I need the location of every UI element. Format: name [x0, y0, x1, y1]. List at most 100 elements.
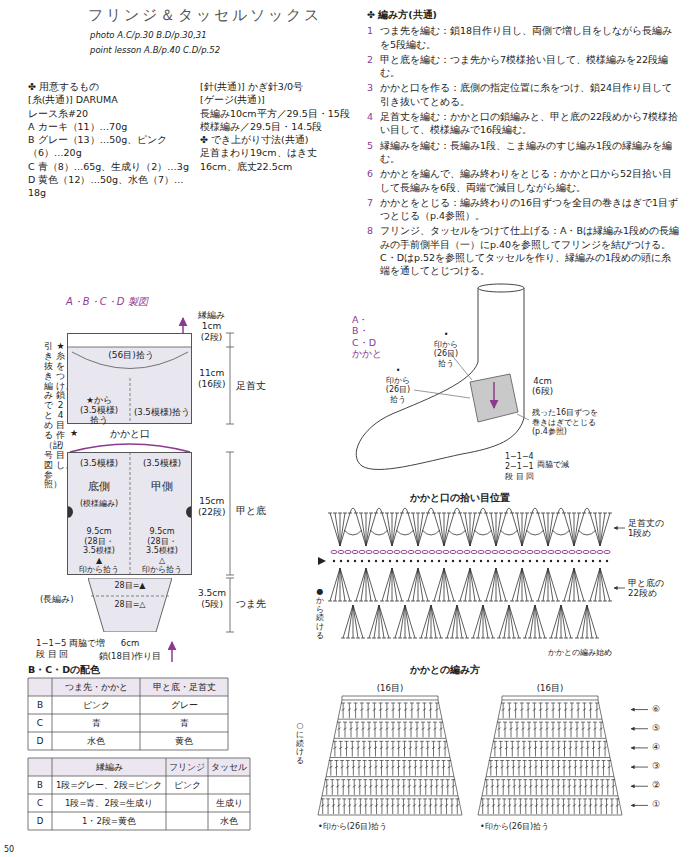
stitch-line	[406, 513, 410, 514]
direction-arrow	[171, 642, 173, 662]
stitch-line	[366, 568, 371, 601]
stitch-line	[540, 804, 543, 806]
stitch-line	[473, 601, 477, 602]
edging-line	[67, 347, 192, 348]
stitch-line	[504, 605, 509, 638]
table-header-fill	[28, 758, 250, 776]
stitch-line	[424, 785, 427, 787]
stitch-line	[508, 709, 511, 711]
stitch-line	[410, 709, 413, 711]
label-text: かかとの編み方	[410, 664, 480, 676]
stitch-line	[359, 780, 360, 795]
stitch-line	[535, 760, 536, 775]
row-line	[338, 719, 442, 720]
table-rule	[28, 714, 228, 715]
stitch-line	[564, 760, 565, 775]
stitch-line	[567, 779, 571, 780]
stitch-line	[374, 605, 379, 638]
stitch-line	[592, 741, 596, 742]
stitch-line	[601, 785, 604, 787]
row-arrow	[614, 528, 625, 529]
stitch-line	[368, 747, 371, 749]
label-text: •印から (26目)拾う	[434, 330, 458, 368]
slip-stitch	[452, 560, 454, 562]
instruction-step: 6かかとを編んで、編み終わりをとじる：かかと口から52目拾い目して長編みを6段、…	[367, 167, 681, 194]
stitch-line	[574, 568, 584, 601]
stitch-line	[489, 766, 492, 768]
chain-stitch	[394, 550, 400, 553]
chain-arc	[480, 508, 486, 513]
label-text: 甲と底・足首丈	[153, 682, 216, 693]
stitch-line	[603, 601, 607, 602]
stitch-line	[353, 605, 358, 638]
stitch-line	[535, 804, 538, 806]
stitch-line	[372, 638, 376, 639]
stitch-line	[547, 760, 548, 775]
stitch-line	[442, 513, 446, 514]
stitch-line	[494, 741, 495, 756]
stitch-line	[405, 605, 410, 638]
stitch-line	[562, 804, 565, 806]
label-text: 黄色	[175, 736, 193, 747]
stitch-line	[346, 638, 350, 639]
stitch-line	[429, 702, 433, 703]
stitch-line	[415, 760, 416, 775]
label-text: 水色	[220, 816, 238, 826]
stitch-line	[397, 766, 400, 768]
stitch-line	[366, 513, 371, 546]
stitch-line	[391, 804, 394, 806]
stitch-line	[522, 568, 532, 601]
stitch-line	[599, 741, 600, 756]
stitch-line	[358, 766, 361, 768]
stitch-line	[391, 741, 395, 742]
stitch-line	[512, 568, 522, 601]
stitch-line	[497, 638, 501, 639]
stitch-line	[326, 798, 330, 799]
stitch-line	[444, 747, 447, 749]
stitch-line	[342, 709, 345, 711]
stitch-line	[382, 638, 386, 639]
stitch-line	[457, 605, 462, 638]
stitch-line	[507, 785, 510, 787]
stitch-line	[603, 741, 607, 742]
stitch-line	[451, 779, 455, 780]
stitch-line	[424, 804, 427, 806]
stitch-line	[405, 722, 406, 737]
stitch-line	[506, 741, 507, 756]
note-text: [糸(共通)] DARUMA	[28, 93, 193, 106]
stitch-line	[340, 568, 345, 601]
stitch-line	[558, 728, 561, 730]
stitch-line	[386, 766, 389, 768]
stitch-line	[420, 747, 423, 749]
label-text: ③	[652, 761, 660, 772]
slip-stitch	[522, 560, 524, 562]
stitch-line	[419, 760, 423, 761]
stitch-line	[590, 513, 600, 546]
stitch-line	[387, 780, 388, 795]
stitch-line	[374, 766, 377, 768]
note-text: [針(共通)] かぎ針3/0号	[200, 80, 350, 93]
stitch-line	[448, 766, 451, 768]
stitch-line	[411, 601, 415, 602]
stitch-line	[541, 722, 542, 737]
stitch-line	[551, 601, 555, 602]
stitch-line	[346, 741, 347, 756]
table-rule	[28, 732, 228, 733]
stitch-line	[361, 513, 366, 546]
stitch-line	[385, 702, 389, 703]
stitch-line	[491, 785, 494, 787]
stitch-line	[327, 804, 330, 806]
stitch-line	[374, 760, 378, 761]
stitch-line	[568, 799, 569, 814]
note-text: ✤ 用意するもの	[28, 80, 193, 93]
stitch-line	[576, 728, 579, 730]
stitch-line	[367, 638, 371, 639]
stitch-line	[447, 760, 451, 761]
stitch-line	[429, 804, 432, 806]
row-arrow	[631, 786, 648, 787]
stitch-line	[579, 760, 583, 761]
stitch-line	[400, 605, 405, 638]
stitch-line	[349, 722, 353, 723]
stitch-line	[491, 798, 495, 799]
stitch-line	[512, 513, 522, 546]
